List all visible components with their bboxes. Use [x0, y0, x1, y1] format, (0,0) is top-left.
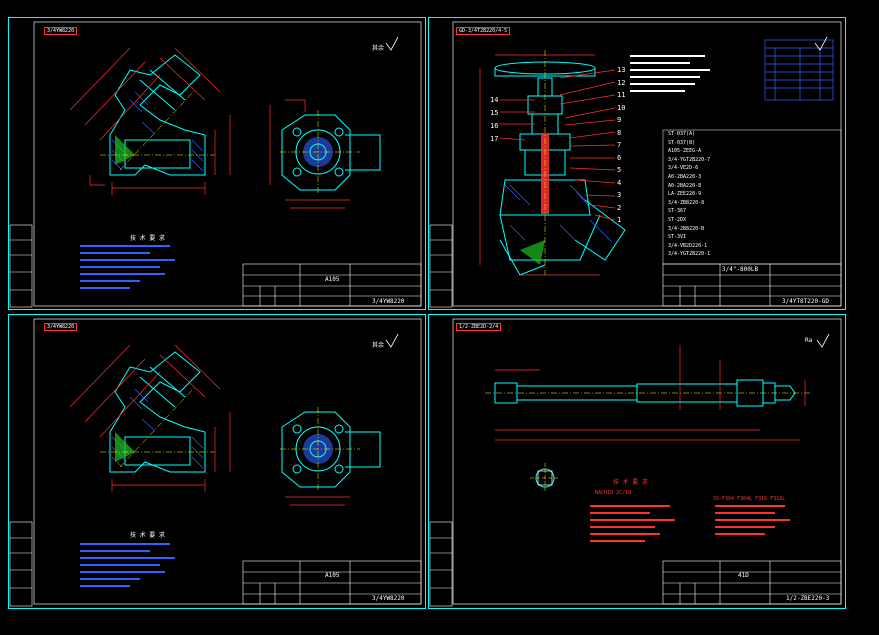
sheet1-notes-title: 技 术 要 求 — [130, 235, 165, 242]
bom-row-code: 3/4-VB2D220-1 — [668, 242, 708, 249]
sheet4-drawing-no: 1/2-ZBE220-3 — [786, 595, 830, 602]
balloon-number: 13 — [617, 66, 626, 74]
bom-row-code: 3/4-YGT2B220-1 — [668, 251, 711, 258]
bom-row-code: 3/4-ZB8220-8 — [668, 199, 705, 206]
sheet-top-left — [8, 17, 426, 310]
gate-valve-assembly-drawing — [479, 50, 626, 276]
sheet3-drawing-no: 3/4YW8220 — [372, 595, 405, 602]
valve-body-drawing-copy — [69, 344, 231, 492]
sheet1-tag: 3/4YW8220 — [44, 27, 78, 35]
bom-row-code: LA-ZEE220-9 — [668, 191, 702, 198]
sheet2-drawing-no: 3/4YT8T220-GD — [782, 298, 829, 305]
balloon-number: 7 — [617, 141, 622, 149]
balloon-number: 17 — [490, 135, 499, 143]
bom-row-code: ST-037(B) — [668, 139, 696, 146]
valve-body-drawing — [69, 47, 231, 195]
balloon-number: 11 — [617, 91, 626, 99]
balloon-number: 5 — [617, 166, 622, 174]
bom-row-code: ST-367 — [668, 208, 687, 215]
balloon-number: 6 — [617, 153, 622, 162]
balloon-number: 9 — [617, 116, 622, 124]
balloon-number: 1 — [617, 216, 622, 224]
sheet1-part-code: A105 — [325, 276, 340, 283]
balloon-number: 16 — [490, 122, 499, 130]
bom-row-code: 3/4-YGT2B220-7 — [668, 156, 711, 163]
sheet3-tag: 3/4YW8220 — [44, 323, 78, 331]
bom-row-code: ST-3VI — [668, 234, 687, 241]
bom-row-code: A0-2BA220-8 — [668, 182, 702, 189]
balloon-number: 2 — [617, 203, 622, 212]
sheet-bottom-right — [428, 314, 846, 609]
bom-row-code: ST-2DX — [668, 217, 687, 223]
sheet4-tag: 1/2-ZBE2D-2/4 — [456, 323, 502, 331]
balloon-number: 8 — [617, 128, 622, 137]
sheet2-spec: 3/4"-800LB — [722, 266, 759, 273]
sheet3-notes-title: 技 术 要 求 — [130, 532, 165, 539]
balloon-number: 4 — [617, 178, 622, 187]
sheet4-part-code: 41D — [738, 572, 749, 579]
sheet1-roughness: 其余 — [372, 45, 385, 52]
sheet-top-right — [428, 17, 846, 310]
sheet4-note-right: SS-F304 F304L F316 F316L — [713, 496, 786, 502]
balloon-number: 12 — [617, 78, 626, 87]
bom-row-code: ST-037(A) — [668, 131, 696, 137]
sheet2-tag: GD-3/4T2B220/4-5 — [456, 27, 511, 35]
sheet4-note-left: BACH10 2C/18 — [595, 490, 632, 496]
sheet3-part-code: A105 — [325, 572, 340, 579]
flange-view — [269, 99, 381, 209]
flange-view-copy — [280, 407, 381, 506]
bom-row-code: A105-ZEEG-A — [668, 148, 702, 155]
balloon-number: 10 — [617, 103, 626, 112]
sheet1-drawing-no: 3/4YW8220 — [372, 298, 405, 305]
sheet4-roughness: Ra — [805, 337, 813, 344]
sheet4-notes-title: 技 术 要 求 — [613, 479, 648, 486]
valve-stem-drawing — [485, 345, 810, 493]
bom-row-code: 3/4-VE2D-6 — [668, 165, 699, 172]
bom-row-code: A0-2BA220-3 — [668, 174, 702, 180]
balloon-number: 3 — [617, 191, 622, 199]
bom-row-code: 3/4-2B8220-B — [668, 225, 705, 232]
sheet-bottom-left — [8, 314, 426, 609]
sheet3-roughness: 其余 — [372, 342, 385, 349]
balloon-number: 14 — [490, 96, 499, 104]
balloon-number: 15 — [490, 109, 499, 117]
